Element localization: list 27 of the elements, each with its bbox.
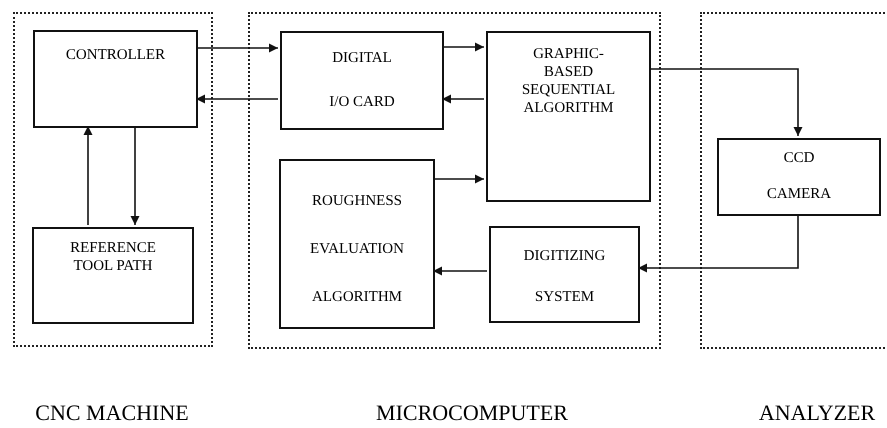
arrow (649, 68, 802, 136)
box-label: CCD CAMERA (766, 149, 832, 204)
arrow (442, 94, 484, 104)
process-box (280, 31, 444, 130)
box-label: CONTROLLER (64, 46, 166, 64)
group-title: MICROCOMPUTER (376, 400, 568, 426)
process-box (32, 227, 194, 324)
box-label: DIGITIZING SYSTEM (522, 247, 606, 306)
arrow (638, 214, 799, 272)
arrow (433, 174, 484, 184)
process-box (486, 31, 651, 202)
process-box (279, 159, 435, 329)
box-label: GRAPHIC- BASED SEQUENTIAL ALGORITHM (520, 45, 616, 117)
process-box (489, 226, 640, 323)
process-box (33, 30, 198, 128)
group-title: CNC MACHINE (35, 400, 189, 426)
box-label: DIGITAL I/O CARD (328, 49, 396, 112)
arrow (196, 94, 278, 104)
arrow (84, 126, 92, 225)
arrow (433, 266, 487, 276)
arrow (130, 126, 140, 225)
box-label: ROUGHNESS EVALUATION ALGORITHM (309, 192, 405, 307)
arrow (196, 44, 278, 52)
arrow (442, 42, 484, 52)
process-box (717, 138, 881, 216)
group-title: ANALYZER (758, 400, 876, 426)
box-label: REFERENCE TOOL PATH (69, 239, 157, 275)
